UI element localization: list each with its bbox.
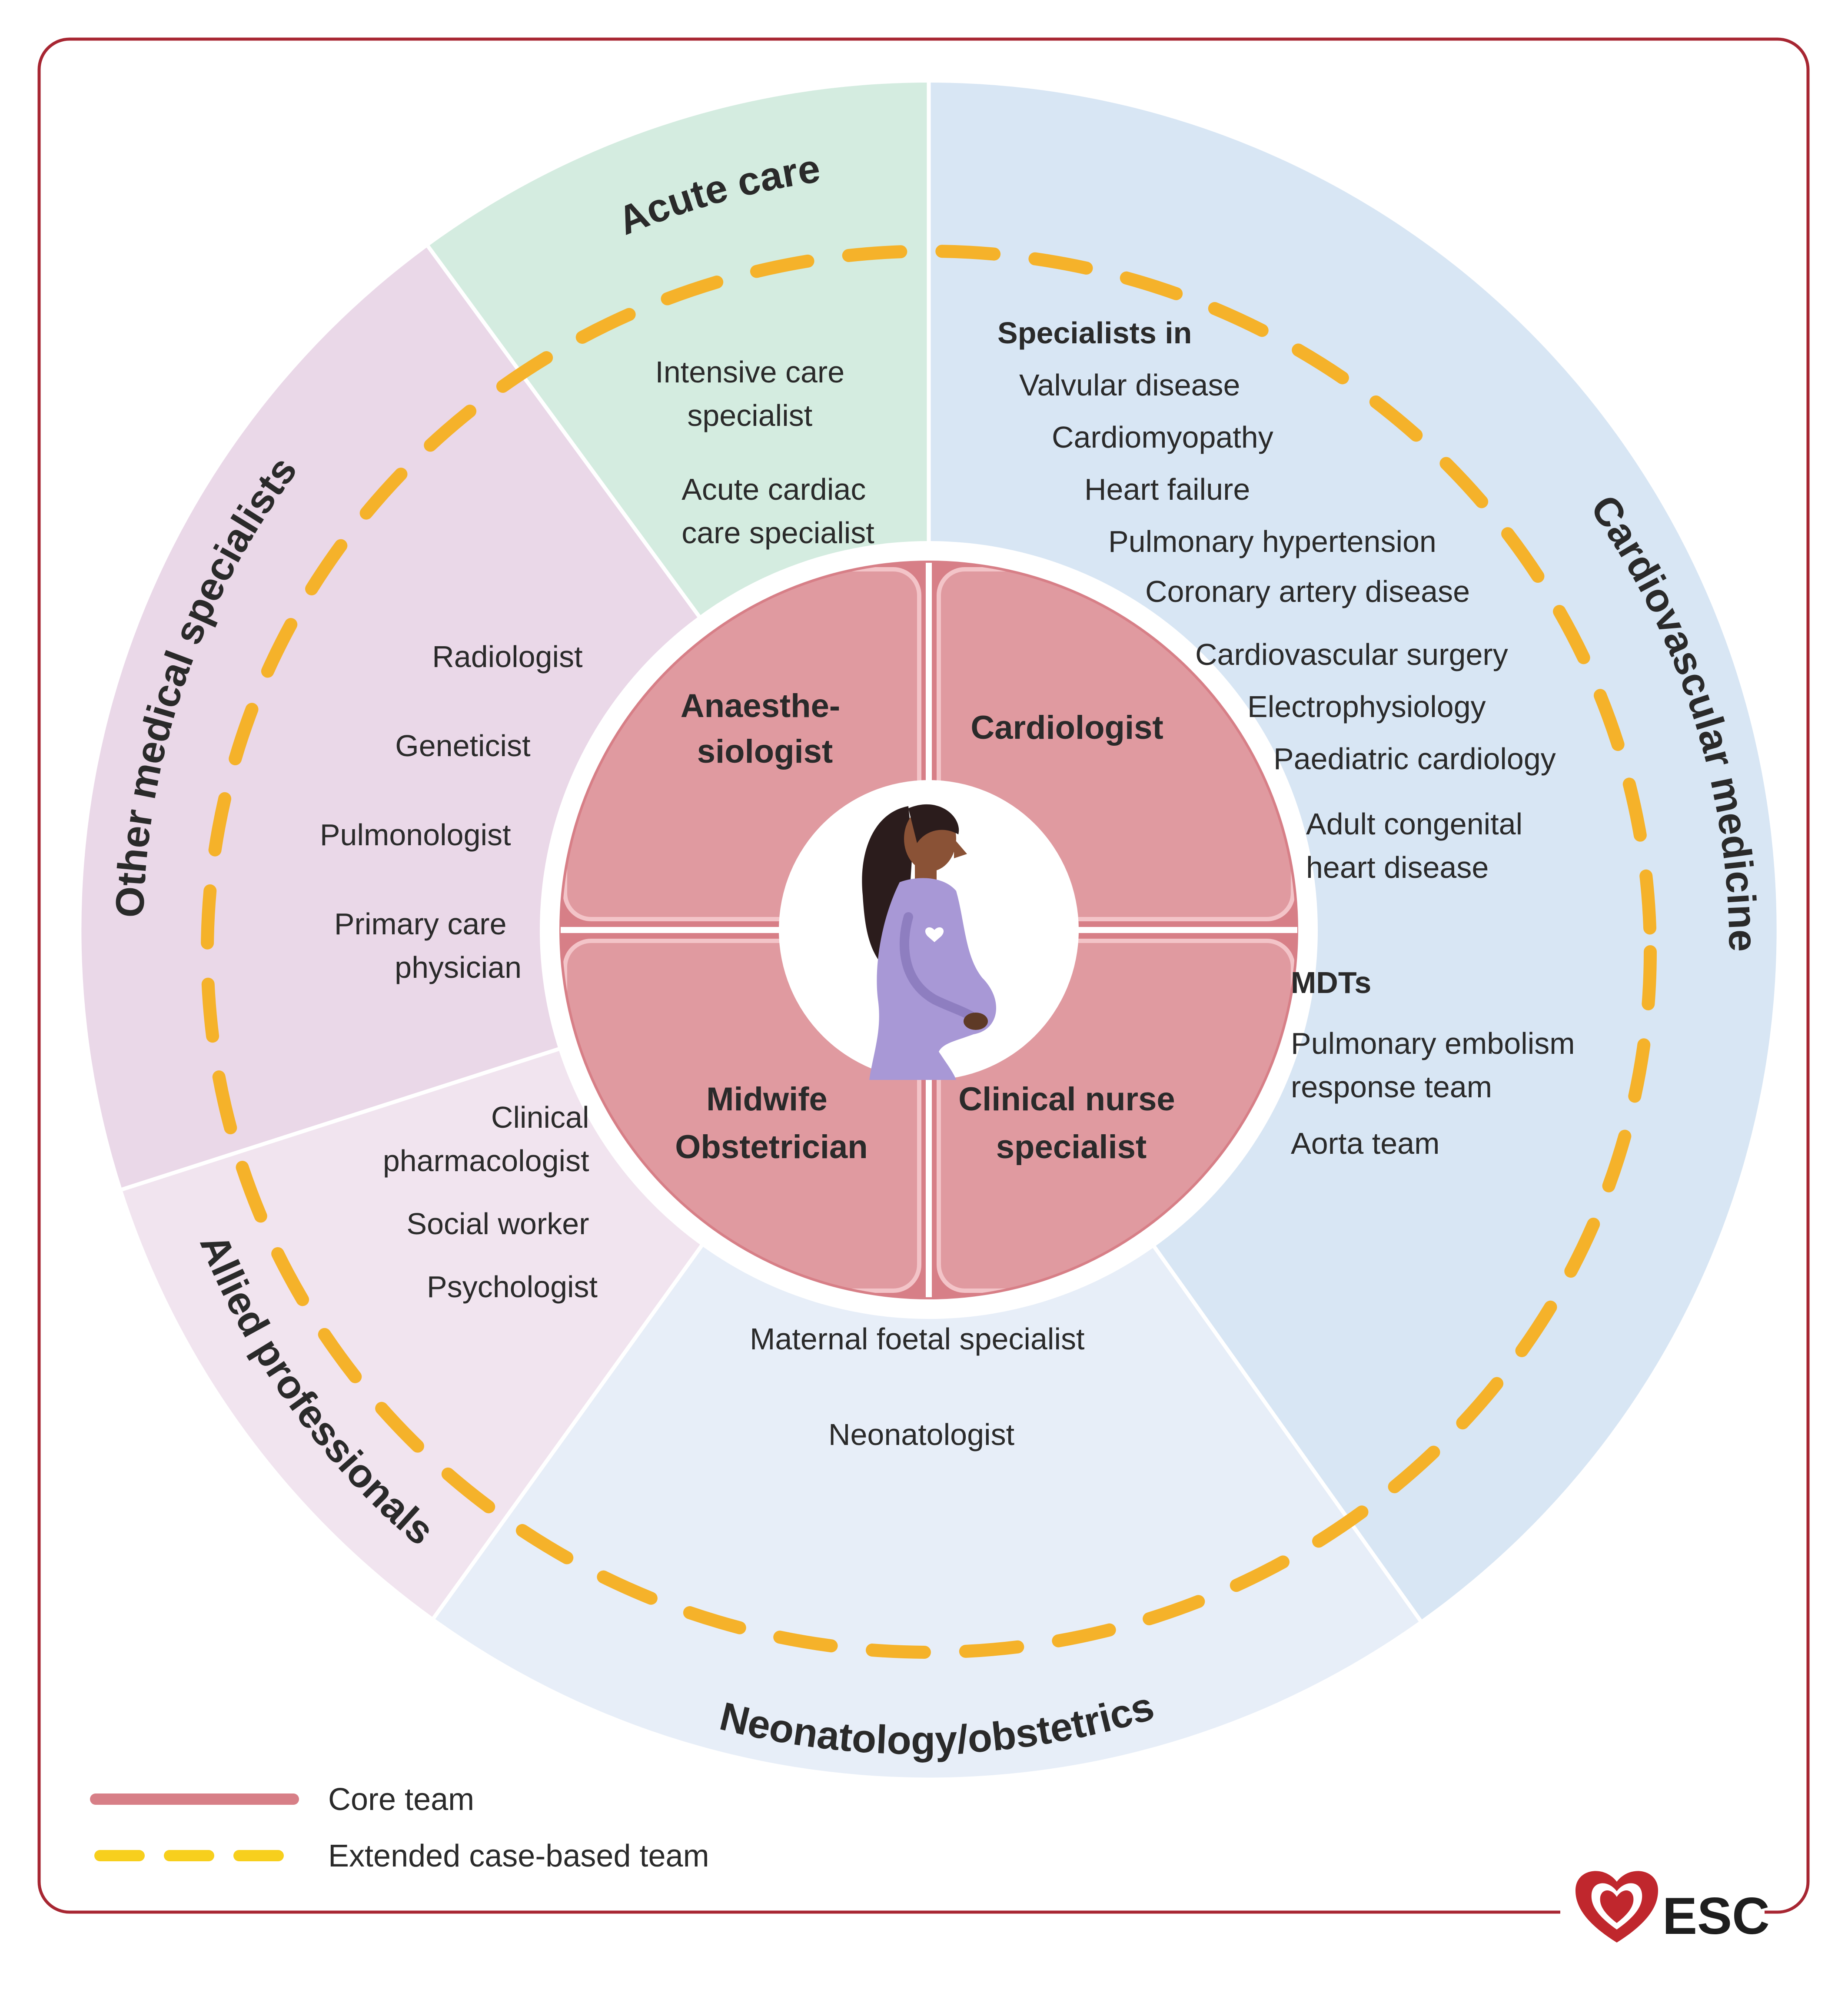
legend-extended-label: Extended case-based team [328,1839,709,1873]
core-cardiologist: Cardiologist [971,709,1163,746]
mdt-list: Pulmonary embolism response team Aorta t… [1291,1026,1583,1160]
neonatology-items: Maternal foetal specialist Neonatologist [750,1322,1093,1451]
neonatology-sector [434,930,1420,1778]
heart-logo-icon [1575,1871,1658,1943]
extended-team-ring [201,245,1657,1659]
other-specialists-items: Radiologist Geneticist Pulmonologist Pri… [320,640,591,984]
pregnant-woman-icon [862,804,997,1080]
core-midwife-obstetrician: Midwife Obstetrician [675,1081,867,1166]
allied-items: Clinical pharmacologist Social worker Ps… [383,1100,598,1304]
core-anaesthesiologist: Anaesthe- siologist [681,687,850,770]
specialists-heading: Specialists in [997,316,1192,350]
acute-care-items: Intensive care specialist Acute cardiac … [655,355,874,550]
legend: Core team Extended case-based team [90,1782,709,1873]
logo-text: ESC [1662,1887,1770,1945]
cardiovascular-sector [929,82,1777,1621]
mdt-heading: MDTs [1291,966,1371,1000]
cardio-specialist-list: Valvular disease Cardiomyopathy Heart fa… [1019,368,1564,884]
core-clinical-nurse: Clinical nurse specialist [958,1081,1184,1166]
legend-core-label: Core team [328,1782,474,1817]
outer-frame [37,37,1810,1914]
